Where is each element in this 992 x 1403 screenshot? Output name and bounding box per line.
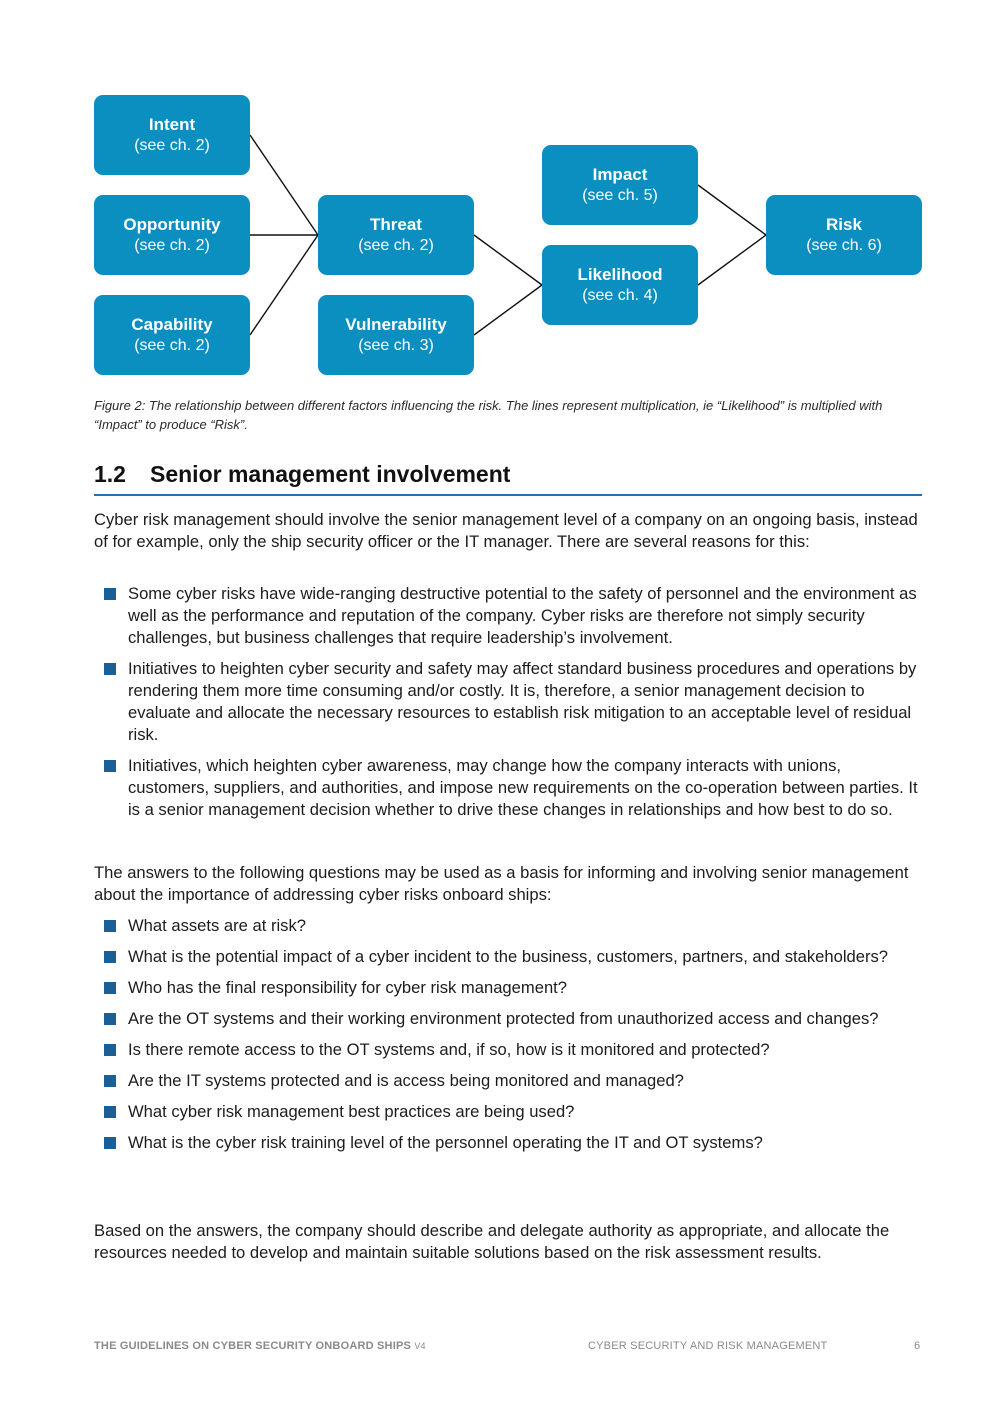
list-item-text: Who has the final responsibility for cyb… [128,978,568,997]
box-capability-title: Capability [131,315,213,334]
box-vulnerability-ref: (see ch. 3) [358,337,434,354]
box-threat: Threat (see ch. 2) [318,195,474,275]
list-item: Who has the final responsibility for cyb… [104,977,924,999]
intro-paragraph: Cyber risk management should involve the… [94,510,918,551]
box-opportunity-title: Opportunity [123,215,221,234]
figure-caption: Figure 2: The relationship between diffe… [94,396,924,434]
questions-list: What assets are at risk? What is the pot… [104,915,924,1154]
list-item: What assets are at risk? [104,915,924,937]
box-risk-ref: (see ch. 6) [806,237,882,254]
list-item: Are the OT systems and their working env… [104,1008,924,1030]
page-number: 6 [914,1340,921,1352]
connector-intent-threat [249,134,319,236]
list-item: What is the cyber risk training level of… [104,1132,924,1154]
footer-chapter: CYBER SECURITY AND RISK MANAGEMENT [588,1340,828,1352]
box-vulnerability-title: Vulnerability [345,315,447,334]
reasons-list: Some cyber risks have wide-ranging destr… [104,583,924,821]
square-bullet-icon [104,1075,116,1087]
box-capability-ref: (see ch. 2) [134,337,210,354]
square-bullet-icon [104,951,116,963]
box-likelihood-ref: (see ch. 4) [582,287,658,304]
questions-intro-paragraph: The answers to the following questions m… [94,863,909,904]
list-item: Some cyber risks have wide-ranging destr… [104,583,924,649]
list-item-text: Is there remote access to the OT systems… [128,1040,770,1059]
box-risk: Risk (see ch. 6) [766,195,922,275]
list-item: Is there remote access to the OT systems… [104,1039,924,1061]
square-bullet-icon [104,1013,116,1025]
square-bullet-icon [104,760,116,772]
list-item-text: Are the OT systems and their working env… [128,1009,879,1028]
section-number: 1.2 [94,461,126,487]
list-item-text: What is the potential impact of a cyber … [128,947,889,966]
box-opportunity-ref: (see ch. 2) [134,237,210,254]
box-impact-ref: (see ch. 5) [582,187,658,204]
risk-factors-diagram: Intent (see ch. 2) Opportunity (see ch. … [0,0,992,390]
connector-likelihood-risk [697,234,767,286]
box-intent: Intent (see ch. 2) [94,95,250,175]
list-item-text: Are the IT systems protected and is acce… [128,1071,684,1090]
box-intent-title: Intent [148,115,196,134]
box-likelihood: Likelihood (see ch. 4) [542,245,698,325]
list-item-text: Some cyber risks have wide-ranging destr… [128,584,917,647]
list-item-text: What assets are at risk? [128,916,306,935]
connector-threat-likelihood [473,234,543,286]
section-title: Senior management involvement [150,461,511,487]
footer-version: V4 [414,1341,426,1351]
connector-vulnerability-likelihood [473,284,543,336]
figure-caption-text: The relationship between different facto… [94,398,883,432]
square-bullet-icon [104,663,116,675]
list-item-text: What is the cyber risk training level of… [128,1133,763,1152]
box-vulnerability: Vulnerability (see ch. 3) [318,295,474,375]
box-risk-title: Risk [826,215,862,234]
connector-capability-threat [249,234,319,336]
box-impact-title: Impact [592,165,648,184]
square-bullet-icon [104,982,116,994]
square-bullet-icon [104,1137,116,1149]
box-threat-title: Threat [370,215,422,234]
list-item: What is the potential impact of a cyber … [104,946,924,968]
footer-doc-title: THE GUIDELINES ON CYBER SECURITY ONBOARD… [94,1340,412,1352]
footer-document-title: THE GUIDELINES ON CYBER SECURITY ONBOARD… [94,1340,426,1352]
square-bullet-icon [104,1106,116,1118]
figure-caption-label: Figure 2: [94,398,146,413]
list-item: What cyber risk management best practice… [104,1101,924,1123]
section-heading: 1.2 Senior management involvement [94,458,922,496]
list-item-text: What cyber risk management best practice… [128,1102,575,1121]
box-threat-ref: (see ch. 2) [358,237,434,254]
closing-paragraph: Based on the answers, the company should… [94,1221,890,1262]
box-opportunity: Opportunity (see ch. 2) [94,195,250,275]
list-item-text: Initiatives, which heighten cyber awaren… [128,756,918,819]
box-likelihood-title: Likelihood [577,265,663,284]
list-item: Initiatives, which heighten cyber awaren… [104,755,924,821]
box-capability: Capability (see ch. 2) [94,295,250,375]
square-bullet-icon [104,1044,116,1056]
list-item: Initiatives to heighten cyber security a… [104,658,924,746]
list-item-text: Initiatives to heighten cyber security a… [128,659,917,744]
box-impact: Impact (see ch. 5) [542,145,698,225]
square-bullet-icon [104,920,116,932]
connector-impact-risk [697,184,767,236]
box-intent-ref: (see ch. 2) [134,137,210,154]
diagram-connectors [249,134,767,336]
square-bullet-icon [104,588,116,600]
list-item: Are the IT systems protected and is acce… [104,1070,924,1092]
